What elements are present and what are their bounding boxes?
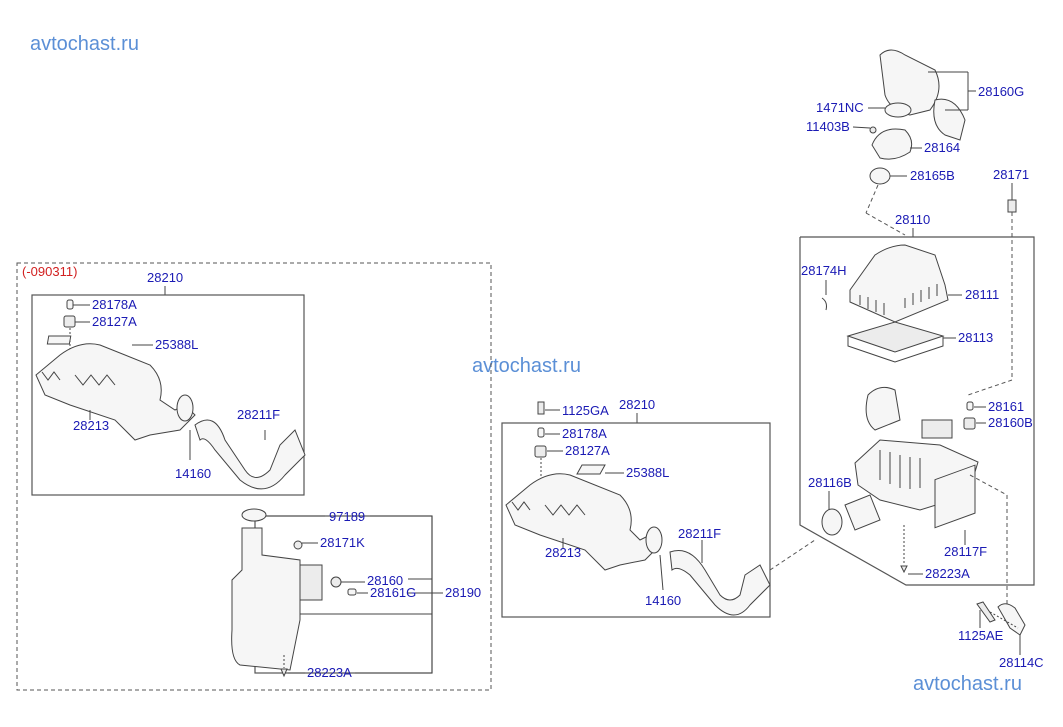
center-part-28213[interactable]: 28213 [545, 545, 581, 560]
center-part-28211F[interactable]: 28211F [678, 526, 721, 541]
screw-icon [869, 126, 877, 134]
reservoir-bracket-icon [299, 564, 323, 601]
o-ring-icon [869, 167, 891, 185]
part-28223A[interactable]: 28223A [925, 566, 970, 581]
air-cleaner-assembly-label[interactable]: 28110 [895, 212, 930, 227]
left-assembly-label[interactable]: 28210 [147, 270, 183, 285]
grommet-icon [963, 417, 976, 430]
left-intake-box [31, 294, 305, 496]
pin-icon [966, 401, 974, 411]
clamp-ring-icon [821, 508, 843, 536]
part-28171[interactable]: 28171 [993, 167, 1029, 182]
part-28114C[interactable]: 28114C [999, 655, 1044, 670]
intake-hose-icon [194, 419, 306, 490]
center-intake-box [501, 422, 771, 618]
center-part-25388L[interactable]: 25388L [626, 465, 669, 480]
part-28165B[interactable]: 28165B [910, 168, 955, 183]
watermark-bottom-right: avtochast.ru [913, 673, 1022, 695]
center-assembly-label[interactable]: 28210 [619, 397, 655, 412]
part-1125AE[interactable]: 1125AE [958, 628, 1004, 643]
part-28160B[interactable]: 28160B [988, 415, 1033, 430]
label-sticker-icon [576, 464, 606, 475]
watermark-center: avtochast.ru [472, 355, 581, 377]
part-28174H[interactable]: 28174H [801, 263, 847, 278]
reservoir-assembly-label[interactable]: 28190 [445, 585, 481, 600]
air-cleaner-cover-icon [849, 244, 949, 323]
clip-icon [280, 668, 288, 678]
part-28161[interactable]: 28161 [988, 399, 1024, 414]
left-part-28127A[interactable]: 28127A [92, 314, 137, 329]
pin-icon [347, 588, 357, 596]
reservoir-part-28171K[interactable]: 28171K [320, 535, 365, 550]
left-part-28211F[interactable]: 28211F [237, 407, 280, 422]
part-28116B[interactable]: 28116B [808, 475, 852, 490]
left-part-25388L[interactable]: 25388L [155, 337, 198, 352]
left-part-14160[interactable]: 14160 [175, 466, 211, 481]
part-11403B[interactable]: 11403B [806, 119, 850, 134]
air-duct-adapter-icon [871, 128, 913, 160]
bolt-icon [976, 601, 996, 623]
part-28111[interactable]: 28111 [965, 287, 999, 302]
grommet-pin-icon [537, 427, 545, 438]
intake-hose-icon [669, 550, 771, 616]
reservoir-part-28161G[interactable]: 28161G [370, 585, 416, 600]
date-code-label: (-090311) [22, 264, 77, 279]
center-part-28178A[interactable]: 28178A [562, 426, 607, 441]
reservoir-part-97189[interactable]: 97189 [329, 509, 365, 524]
part-1471NC[interactable]: 1471NC [816, 100, 864, 115]
part-28117F[interactable]: 28117F [944, 544, 987, 559]
left-part-28213[interactable]: 28213 [73, 418, 109, 433]
gasket-icon [934, 464, 976, 529]
grommet-pin-icon [66, 299, 74, 310]
bolt-icon [293, 540, 303, 550]
grommet-icon [63, 315, 76, 328]
variant-dashed-frame [16, 262, 492, 691]
clamp-ring-icon [176, 394, 194, 422]
center-part-1125GA[interactable]: 1125GA [562, 403, 609, 418]
resonator-box-icon [921, 419, 953, 439]
bolt-icon [1007, 199, 1017, 213]
filler-cap-icon [241, 508, 267, 522]
intake-duct-cover-icon [505, 473, 661, 571]
part-28164[interactable]: 28164 [924, 140, 960, 155]
mass-air-flow-sensor-icon [865, 386, 901, 431]
left-part-28178A[interactable]: 28178A [92, 297, 137, 312]
reservoir-part-28160[interactable]: 28160 [367, 573, 403, 588]
mounting-bracket-icon [997, 603, 1026, 636]
resonator-icon [933, 98, 966, 141]
center-part-28127A[interactable]: 28127A [565, 443, 610, 458]
grommet-icon [330, 576, 342, 588]
hose-clamp-icon [884, 102, 912, 118]
washer-reservoir-icon [231, 527, 301, 671]
clip-icon [900, 565, 908, 574]
part-28113[interactable]: 28113 [958, 330, 993, 345]
bolt-icon [537, 401, 545, 415]
intake-duct-cover-icon [35, 343, 196, 441]
watermark-top-left: avtochast.ru [30, 33, 139, 55]
grommet-icon [534, 445, 547, 458]
reservoir-part-28223A[interactable]: 28223A [307, 665, 352, 680]
label-sticker-icon [46, 335, 72, 345]
part-28160G[interactable]: 28160G [978, 84, 1024, 99]
clamp-ring-icon [645, 526, 663, 554]
center-part-14160[interactable]: 14160 [645, 593, 681, 608]
duct-outlet-icon [844, 494, 881, 531]
air-cleaner-box [799, 236, 1035, 586]
clip-icon [821, 297, 827, 311]
air-filter-element-icon [846, 321, 945, 353]
